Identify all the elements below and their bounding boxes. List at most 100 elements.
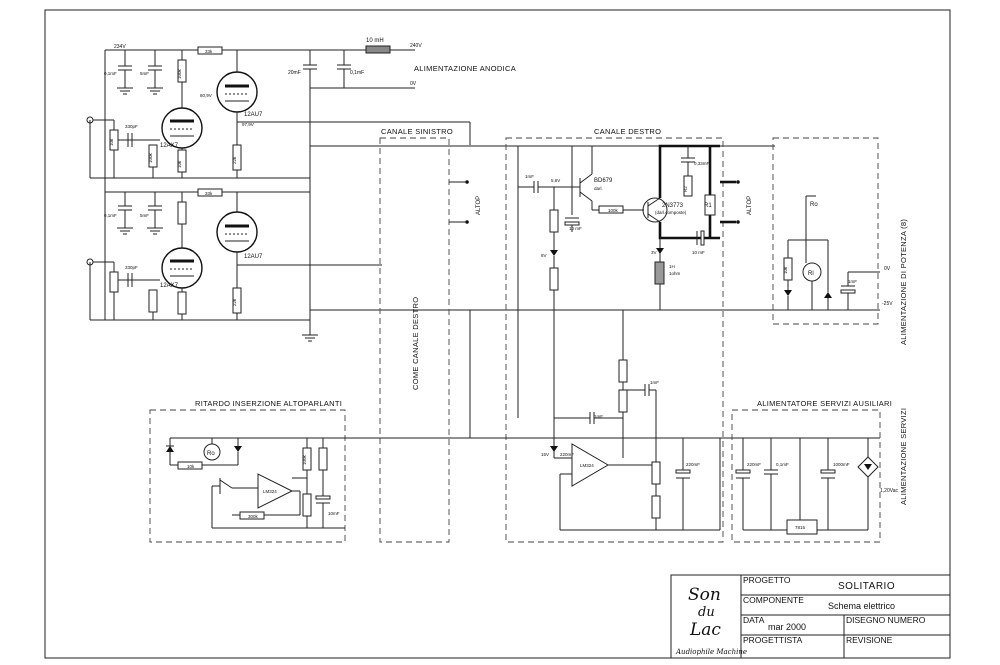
relay-delay-label: Ro xyxy=(207,451,215,457)
tube-12au7-top xyxy=(216,71,258,113)
c220-aux-label: 220mF xyxy=(747,462,761,467)
title-block: Son du Lac Audiophile Machine PROGETTO S… xyxy=(670,574,951,659)
v56-label: 5,6V xyxy=(551,178,560,183)
tube-12au7-top-label: 12AU7 xyxy=(244,112,263,118)
aux-supply-vertical-title: ALIMENTAZIONE SERVIZI xyxy=(899,408,908,505)
preamp-bottom: 33k 0,1mF 5mF 12AU7 22k 12AX7 xyxy=(86,88,880,342)
altop-right-label: ALTOP xyxy=(747,196,753,215)
choke-1h-label: 1H xyxy=(669,264,675,269)
power-supply-title: ALIMENTAZIONE DI POTENZA (8) xyxy=(899,219,908,345)
regulator-label: 7815 xyxy=(795,525,806,530)
c220b-label: 220mF xyxy=(560,452,574,457)
regulator-7815 xyxy=(786,519,818,535)
r33k-bottom-label: 33k xyxy=(205,191,213,196)
r-delay-div1-label: 100k xyxy=(302,454,307,465)
r100k-top-label: 100k xyxy=(177,68,182,79)
v240-label: 240V xyxy=(410,43,422,49)
c220-label: 220mF xyxy=(686,462,700,467)
r-pos-label: 0V xyxy=(884,266,891,272)
pot-top-label: 10k xyxy=(109,138,114,146)
r22k-top-label: 22k xyxy=(232,156,237,164)
data-value: mar 2000 xyxy=(768,622,806,632)
c10mf-b-label: 10 mF xyxy=(692,250,705,255)
tube-12ax7-top-label: 12AX7 xyxy=(160,143,179,149)
bd679-note: darl. xyxy=(594,186,603,191)
c1mf-c-label: 1mF xyxy=(594,414,603,419)
tube-12au7-bottom-label: 12AU7 xyxy=(244,254,263,260)
progettista-label: PROGETTISTA xyxy=(743,635,803,645)
v15-label: 15V xyxy=(541,452,549,457)
logo-line-1: Son xyxy=(688,585,721,605)
r10k-ps-label: 10k xyxy=(783,266,788,274)
disegno-label: DISEGNO NUMERO xyxy=(846,615,926,625)
c01b-label: 0,1mF xyxy=(776,462,789,467)
choke-label: 10 mH xyxy=(366,38,384,44)
progetto-label: PROGETTO xyxy=(743,575,791,585)
c330pf-bottom-label: 330pF xyxy=(125,265,138,270)
sheet-border xyxy=(44,9,951,659)
c1000-label: 1000mF xyxy=(833,462,850,467)
v-plate-top-label: 97,9V xyxy=(242,122,254,127)
r-neg-label: -25V xyxy=(882,301,893,307)
choke-inductor xyxy=(365,45,391,54)
logo-line-3: Lac xyxy=(689,620,721,640)
componente-value: Schema elettrico xyxy=(828,601,895,611)
relay-rl-label: Rl xyxy=(808,271,814,277)
lm324-a-label: LM324 xyxy=(263,489,277,494)
tube-12au7-bottom xyxy=(216,211,258,253)
left-channel-title: CANALE SINISTRO xyxy=(381,127,453,136)
tube-12ax7-top xyxy=(161,107,203,149)
lm324-b-label: LM324 xyxy=(580,463,594,468)
aux-supply-block: ALIMENTATORE SERVIZI AUSILIARI ALIMENTAZ… xyxy=(731,399,908,543)
revisione-label: REVISIONE xyxy=(846,635,893,645)
r22k-bottom-label: 22k xyxy=(232,298,237,306)
v-ac-label: 1,20Vac xyxy=(880,488,898,494)
data-label: DATA xyxy=(743,615,765,625)
anode-supply-title: ALIMENTAZIONE ANODICA xyxy=(414,64,516,73)
bd679-label: BD679 xyxy=(594,178,613,184)
right-channel-title: CANALE DESTRO xyxy=(594,127,661,136)
progetto-value: SOLITARIO xyxy=(838,581,895,592)
resistor-33k-top xyxy=(197,46,223,55)
v8-label: 8V xyxy=(541,253,547,258)
as-right-channel-label: COME CANALE DESTRO xyxy=(411,297,420,390)
v0-anode-label: 0V xyxy=(410,81,417,87)
c01-anode-label: 0,1mF xyxy=(350,70,364,76)
anode-supply: 10 mH 240V 234V 33k 20mF 0,1mF 0V ALIMEN… xyxy=(104,38,516,320)
tube-12ax7-bottom-label: 12AX7 xyxy=(160,283,179,289)
c10mf-delay-label: 10mF xyxy=(328,511,340,516)
r33k-top-label: 33k xyxy=(205,49,213,54)
c5mf-bottom-label: 5mF xyxy=(140,213,149,218)
choke-1h xyxy=(654,261,665,285)
v234-label: 234V xyxy=(114,44,126,50)
c5mf-top-label: 5mF xyxy=(140,71,149,76)
opamp-lm324-channel xyxy=(571,443,609,487)
r-delay-label: 10k xyxy=(187,464,195,469)
resistor-33k-bottom xyxy=(197,188,223,197)
speaker-delay-block: RITARDO INSERZIONE ALTOPARLANTI 10k Ro L… xyxy=(149,399,880,543)
c10mf-label: 10 mF xyxy=(569,226,582,231)
r2-label: R2 xyxy=(683,186,688,192)
c20mf-label: 20mF xyxy=(288,70,301,76)
logo-line-2: du xyxy=(698,605,715,620)
c1mf-ps-label: 1mF xyxy=(848,279,857,284)
tube-12ax7-bottom xyxy=(161,247,203,289)
power-supply-block: ALIMENTAZIONE DI POTENZA (8) Ro 10k Rl 1… xyxy=(772,137,908,345)
preamp-top: 0,1mF 5mF 100k 12AU7 97,9V 22k 80,9V 12A… xyxy=(86,50,471,179)
c1mf-label: 1mF xyxy=(525,174,534,179)
opamp-lm324-delay xyxy=(257,473,294,509)
aux-supply-title: ALIMENTATORE SERVIZI AUSILIARI xyxy=(757,399,892,408)
c033-label: 0,33mF xyxy=(694,161,710,166)
r1-label: R1 xyxy=(704,203,712,209)
transistor-2n3773 xyxy=(642,197,668,223)
altop-left-label: ALTOP xyxy=(476,196,482,215)
r300k-label: 300k xyxy=(248,514,259,519)
v3-label: 3V xyxy=(651,250,657,255)
choke-1ohm-label: 1ohm xyxy=(669,271,681,276)
c01-bottom-label: 0,1mF xyxy=(104,213,117,218)
r-bd679-label: 100k xyxy=(608,208,619,213)
right-channel-block: CANALE DESTRO 1mF 5,6V 8V 10 mF BD679 da… xyxy=(505,127,753,543)
left-channel-block: CANALE SINISTRO COME CANALE DESTRO ALTOP xyxy=(379,127,482,543)
c01-top-label: 0,1mF xyxy=(104,71,117,76)
